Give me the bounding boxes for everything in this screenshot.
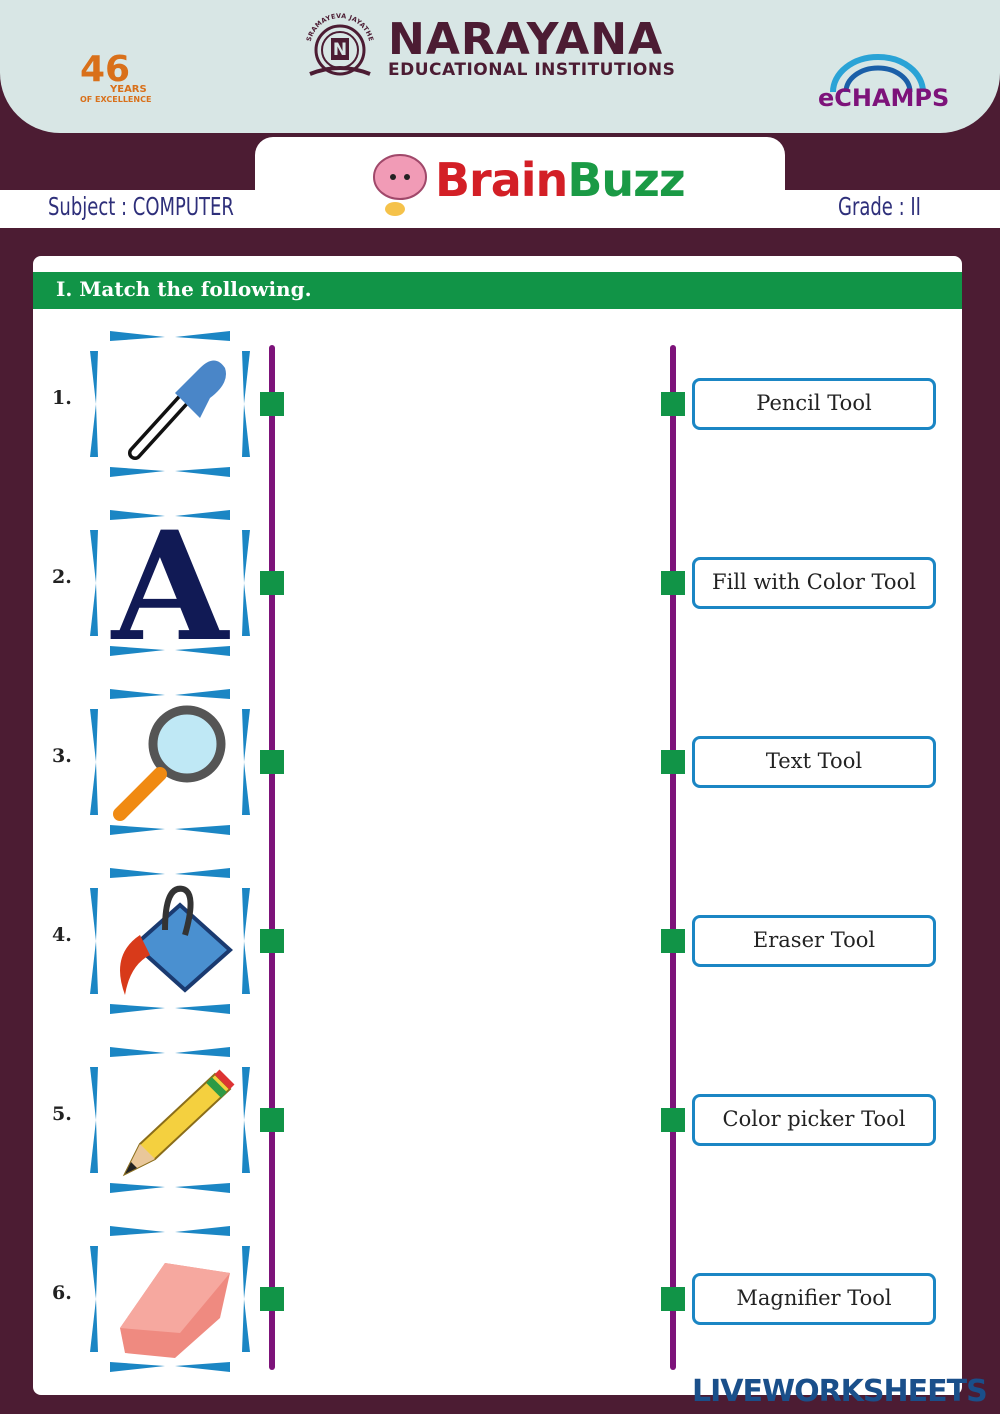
item-frame-shape xyxy=(90,868,250,1014)
left-match-handle[interactable] xyxy=(260,392,284,416)
answer-box[interactable]: Magnifier Tool xyxy=(692,1273,936,1325)
subject-strip xyxy=(0,190,1000,228)
years-sub: OF EXCELLENCE xyxy=(80,95,152,104)
subject-label: Subject : COMPUTER xyxy=(48,192,234,221)
answer-box[interactable]: Eraser Tool xyxy=(692,915,936,967)
answer-box[interactable]: Pencil Tool xyxy=(692,378,936,430)
left-match-handle[interactable] xyxy=(260,1108,284,1132)
right-match-handle[interactable] xyxy=(661,392,685,416)
header-banner xyxy=(0,0,1000,133)
color-picker-icon xyxy=(128,360,226,460)
item-number: 6. xyxy=(52,1282,72,1304)
brand-name: NARAYANA xyxy=(388,14,664,65)
section-title: I. Match the following. xyxy=(33,272,962,309)
brand-subtitle: EDUCATIONAL INSTITUTIONS xyxy=(388,60,676,80)
text-a-icon: A xyxy=(110,517,231,647)
right-match-handle[interactable] xyxy=(661,571,685,595)
eraser-icon xyxy=(120,1263,230,1358)
svg-text:A: A xyxy=(110,517,231,647)
item-frame xyxy=(90,689,250,835)
item-frame-shape xyxy=(90,1226,250,1372)
match-row: 1. Pencil Tool xyxy=(0,323,1000,483)
liveworksheets-watermark: LIVEWORKSHEETS xyxy=(692,1374,988,1409)
narayana-logo: SRAMAYEVA JAYATHE N xyxy=(305,12,375,76)
item-number: 1. xyxy=(52,387,72,409)
years-badge: 46 YEARS OF EXCELLENCE xyxy=(80,49,152,105)
left-match-line xyxy=(269,345,275,1370)
right-match-handle[interactable] xyxy=(661,1287,685,1311)
pencil-icon xyxy=(122,1069,235,1177)
match-row: 4. Eraser Tool xyxy=(0,860,1000,1020)
right-match-line xyxy=(670,345,676,1370)
left-match-handle[interactable] xyxy=(260,929,284,953)
item-frame-shape xyxy=(90,1047,250,1193)
item-frame-shape xyxy=(90,510,250,656)
item-number: 5. xyxy=(52,1103,72,1125)
item-frame xyxy=(90,1047,250,1193)
left-match-handle[interactable] xyxy=(260,750,284,774)
brainbuzz-logo: BrainBuzz xyxy=(365,145,686,220)
right-match-handle[interactable] xyxy=(661,1108,685,1132)
right-match-handle[interactable] xyxy=(661,929,685,953)
item-frame-shape xyxy=(90,331,250,477)
years-text: YEARS xyxy=(110,84,147,95)
rainbow-icon xyxy=(830,54,926,93)
match-row: 5. Color picker Tool xyxy=(0,1039,1000,1199)
match-row: 3. Text Tool xyxy=(0,681,1000,841)
item-number: 4. xyxy=(52,924,72,946)
paint-bucket-icon xyxy=(120,885,233,995)
brainbuzz-text: BrainBuzz xyxy=(435,153,686,207)
left-match-handle[interactable] xyxy=(260,1287,284,1311)
worksheet-card xyxy=(33,256,962,1395)
answer-box[interactable]: Fill with Color Tool xyxy=(692,557,936,609)
answer-box[interactable]: Text Tool xyxy=(692,736,936,788)
svg-text:N: N xyxy=(333,40,347,60)
right-match-handle[interactable] xyxy=(661,750,685,774)
item-number: 3. xyxy=(52,745,72,767)
echamps-logo: eCHAMPS xyxy=(818,52,950,118)
item-frame-shape xyxy=(90,689,250,835)
left-match-handle[interactable] xyxy=(260,571,284,595)
years-number: 46 xyxy=(80,49,131,90)
item-frame xyxy=(90,868,250,1014)
match-row: 2. A Fill with Color Tool xyxy=(0,502,1000,662)
echamps-text: eCHAMPS xyxy=(818,84,950,112)
brain-mascot-icon xyxy=(373,154,427,216)
title-tab xyxy=(255,137,785,197)
answer-box[interactable]: Color picker Tool xyxy=(692,1094,936,1146)
item-frame xyxy=(90,331,250,477)
item-frame xyxy=(90,510,250,656)
magnifier-icon xyxy=(113,705,226,821)
match-row: 6. Magnifier Tool xyxy=(0,1218,1000,1378)
item-number: 2. xyxy=(52,566,72,588)
item-frame xyxy=(90,1226,250,1372)
grade-label: Grade : II xyxy=(838,192,921,221)
